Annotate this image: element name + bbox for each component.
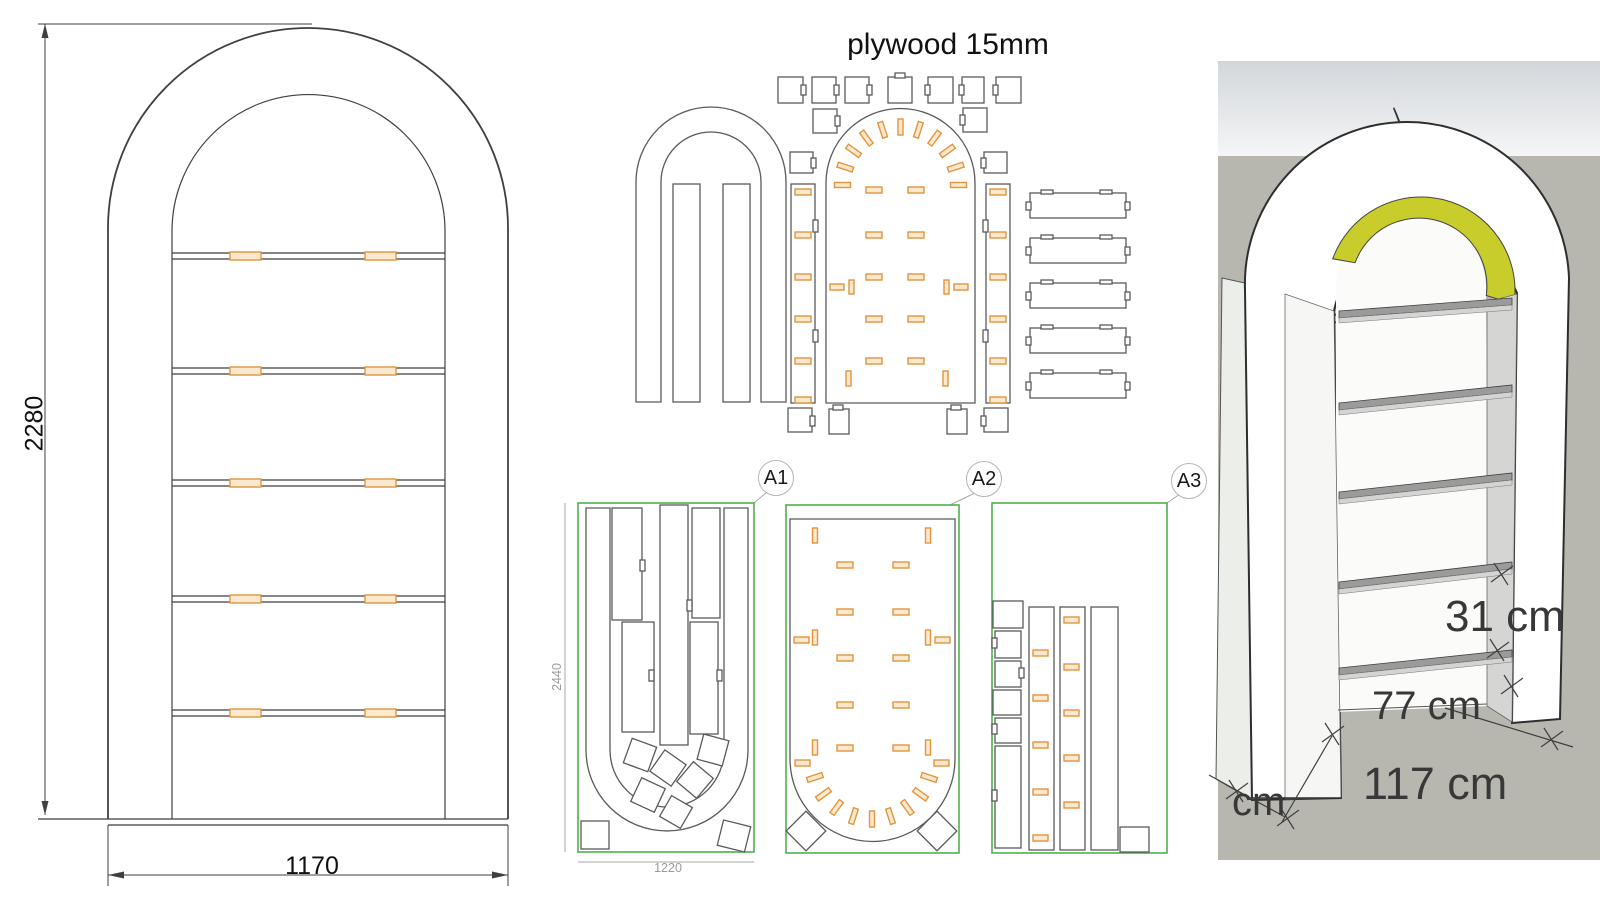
render-3d-view — [1208, 61, 1600, 860]
sheet-height-dimension: 2440 — [550, 663, 564, 691]
depth-unit-dimension: cm — [1232, 780, 1286, 824]
arch-band-part — [635, 106, 787, 403]
sheet-a3 — [991, 502, 1168, 854]
width-dimension-line — [107, 825, 509, 886]
elevation-shelves — [172, 251, 445, 718]
outer-width-dimension: 117 cm — [1363, 758, 1508, 809]
plywood-title: plywood 15mm — [847, 28, 1049, 61]
sheet-a2-label: A2 — [966, 461, 1002, 497]
sheet-a3-label: A3 — [1171, 463, 1207, 499]
slotted-strip-right — [982, 183, 1011, 404]
back-panel-radial-slots — [833, 118, 968, 189]
elevation-height-dimension: 2280 — [20, 395, 49, 452]
flat-parts-layout — [635, 72, 1131, 435]
shelf-plank-parts — [1025, 189, 1131, 399]
left-jamb — [1284, 293, 1342, 800]
sheet-a1-label: A1 — [758, 460, 794, 496]
inner-width-dimension: 77 cm — [1372, 684, 1481, 728]
sheet-width-dimension: 1220 — [654, 861, 682, 875]
back-panel-grid-slots — [829, 186, 969, 387]
front-elevation-drawing — [38, 23, 509, 886]
connector-squares-bottom — [787, 404, 1009, 435]
sheet-a1 — [564, 502, 755, 863]
cutting-sheets — [564, 491, 1181, 863]
sheet-a2-radial-slots — [805, 771, 939, 828]
dimension-marks-3d — [1208, 562, 1574, 830]
connector-squares-top — [777, 72, 1022, 174]
slotted-strip-left — [790, 183, 819, 404]
elevation-width-dimension: 1170 — [285, 852, 339, 880]
back-panel-part — [825, 107, 976, 404]
sheet-a2 — [785, 504, 960, 854]
shelf-spacing-dimension: 31 cm — [1445, 592, 1565, 641]
height-dimension-line — [38, 23, 312, 815]
shelves-3d — [1338, 297, 1513, 681]
